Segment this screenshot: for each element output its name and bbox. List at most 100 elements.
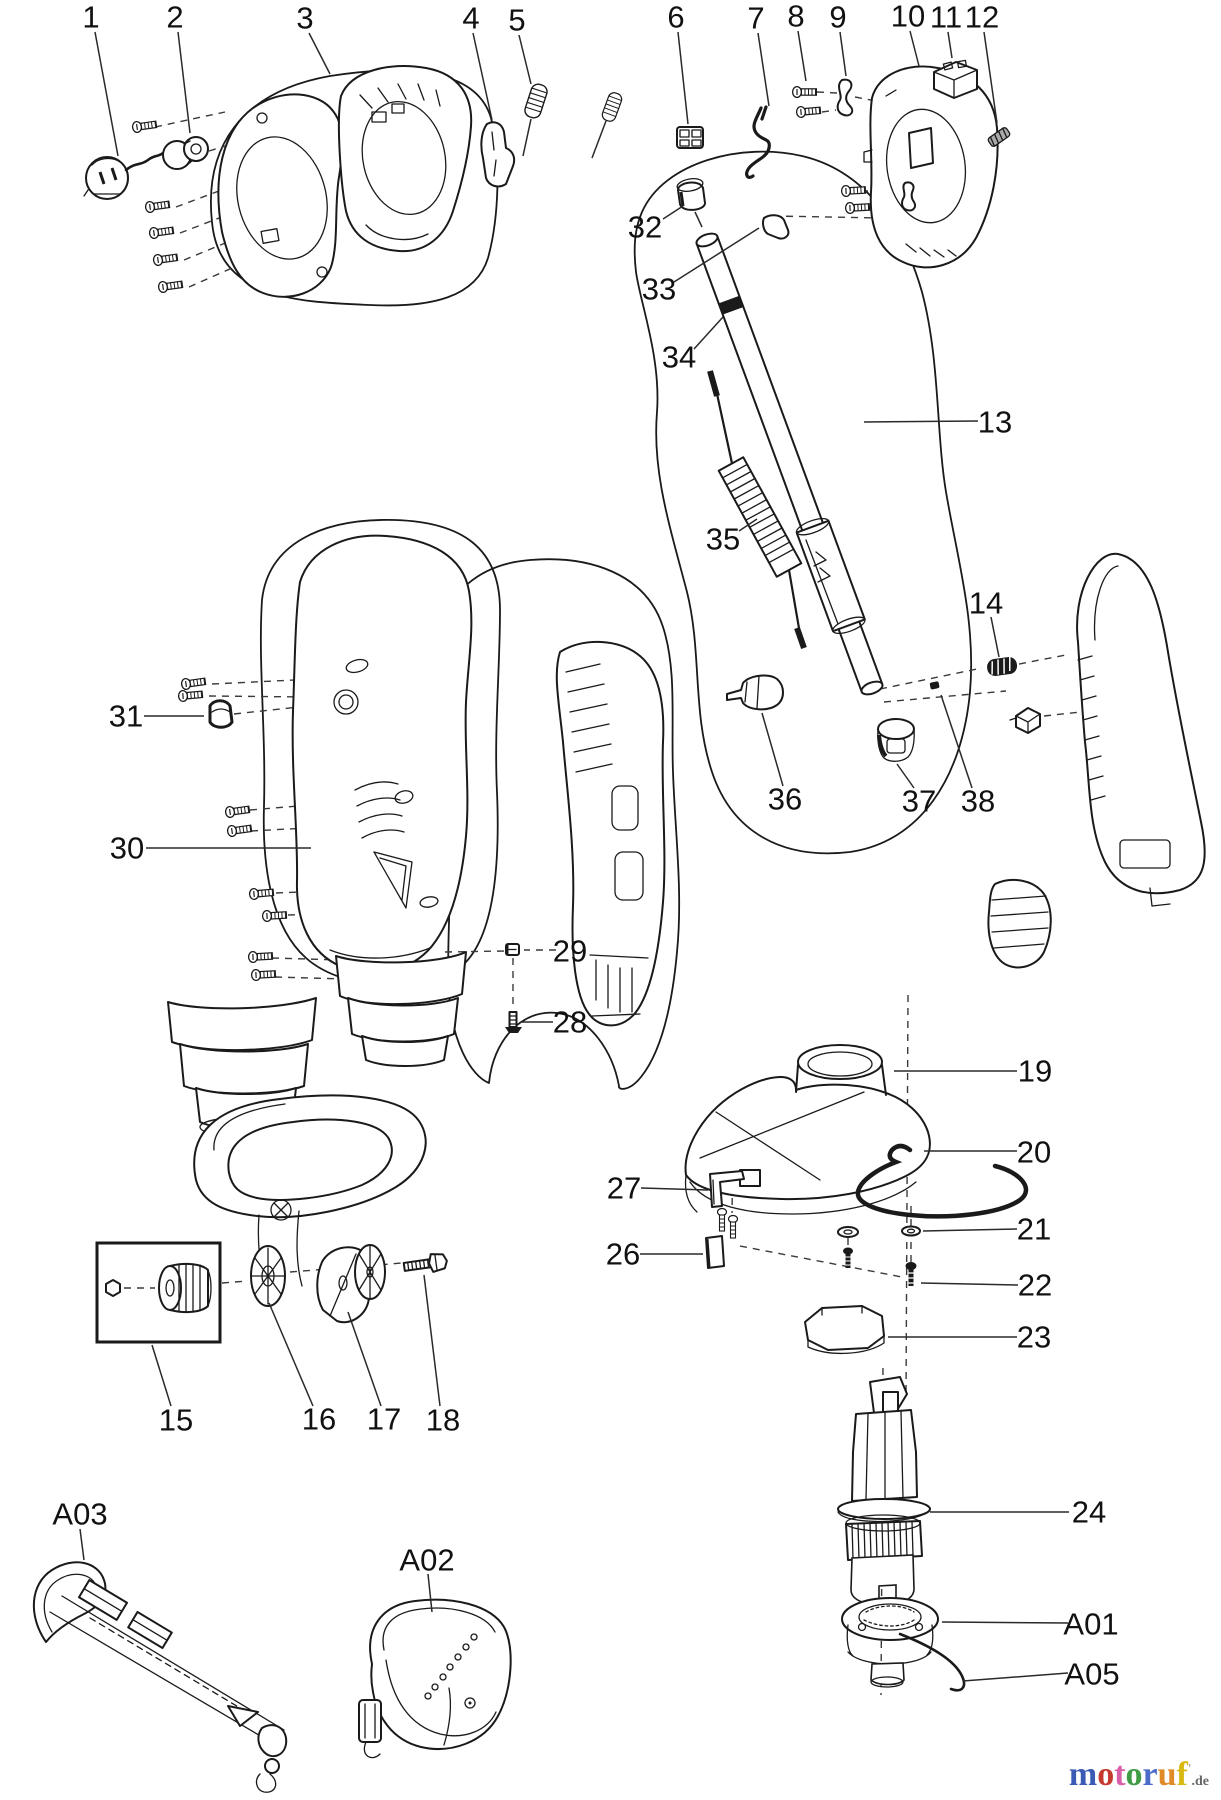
- leader-line: [909, 30, 920, 67]
- screw-22: [905, 1262, 917, 1286]
- handle-housing-right: [863, 65, 999, 269]
- logo-letter-o: o: [1097, 1756, 1115, 1793]
- motor-housing-blob-30: [259, 519, 501, 987]
- callout-32: 32: [628, 210, 662, 245]
- logo-letters: motoruf: [1069, 1756, 1188, 1793]
- callout-15: 15: [159, 1403, 193, 1438]
- bail-wire: [855, 1143, 1029, 1219]
- callout-21: 21: [1017, 1212, 1051, 1247]
- leader-line: [920, 1282, 1019, 1286]
- callout-30: 30: [110, 831, 144, 866]
- logo-tick: ': [1187, 1760, 1192, 1776]
- assembly-dash-line: [154, 111, 226, 128]
- housing-base-right: [335, 951, 467, 1067]
- screw: [791, 85, 818, 99]
- callout-17: 17: [367, 1402, 401, 1437]
- callout-18: 18: [426, 1403, 460, 1438]
- spool-head: [841, 1597, 939, 1688]
- leader-lines: [79, 30, 1069, 1682]
- screw: [247, 949, 274, 964]
- shaft-clamp-lever: [762, 214, 790, 240]
- inner-frame: [555, 641, 666, 1027]
- callout-A03: A03: [52, 1497, 107, 1532]
- leader-line: [896, 763, 915, 789]
- leader-line: [940, 694, 973, 789]
- leader-line: [662, 205, 684, 220]
- leader-line: [518, 34, 532, 85]
- callout-20: 20: [1017, 1135, 1051, 1170]
- callout-6: 6: [667, 0, 684, 35]
- callout-8: 8: [787, 0, 804, 34]
- leader-line: [427, 1573, 433, 1613]
- callout-A01: A01: [1063, 1607, 1118, 1642]
- callout-22: 22: [1018, 1268, 1052, 1303]
- screw: [248, 886, 275, 901]
- spacer-clip: [1009, 707, 1041, 734]
- screw-center: [843, 1247, 853, 1268]
- spring-14: [987, 656, 1018, 676]
- locking-pin: [987, 127, 1011, 147]
- cable-clamp: [836, 78, 854, 117]
- leader-line: [738, 518, 758, 532]
- leader-line: [941, 1621, 1069, 1624]
- leader-line: [94, 31, 119, 157]
- callout-35: 35: [706, 522, 740, 557]
- leader-line: [472, 32, 493, 121]
- small-clamp: [901, 181, 917, 212]
- foam-seal: [804, 1305, 885, 1355]
- screw: [716, 1207, 728, 1232]
- air-vents: [354, 781, 405, 839]
- screw: [844, 200, 871, 215]
- screw-28: [505, 1011, 522, 1033]
- leader-line: [990, 616, 1000, 658]
- washer-21: [837, 1225, 921, 1238]
- callout-2: 2: [166, 0, 183, 35]
- parts-layer: [33, 59, 1206, 1793]
- leader-line: [761, 712, 784, 787]
- motoruf-logo: motoruf'.de: [1069, 1758, 1209, 1792]
- leader-line: [922, 1228, 1018, 1232]
- logo-letter-m: m: [1068, 1756, 1098, 1793]
- screw: [148, 224, 175, 240]
- guard: [684, 1044, 931, 1215]
- leader-line: [79, 1528, 85, 1561]
- callout-9: 9: [829, 0, 846, 35]
- screw: [226, 822, 253, 838]
- set-screw: [929, 681, 940, 690]
- callout-29: 29: [553, 934, 587, 969]
- screw: [261, 908, 288, 923]
- screw: [250, 967, 277, 982]
- direction-arrows-icon: [813, 551, 831, 583]
- callout-14: 14: [969, 586, 1003, 621]
- screw: [144, 198, 171, 214]
- clamp-plates: [316, 1244, 386, 1324]
- assembly-dash-line: [1043, 711, 1082, 717]
- callout-28: 28: [553, 1005, 587, 1040]
- spring-icon: [522, 81, 550, 121]
- callout-4: 4: [462, 1, 479, 36]
- screw: [840, 183, 867, 198]
- callout-13: 13: [978, 405, 1012, 440]
- motor: [837, 1376, 931, 1605]
- assembly-dash-line: [233, 702, 337, 715]
- shoulder-strap: [33, 1561, 288, 1793]
- motor-housing-right-bottom: [987, 878, 1052, 969]
- callout-7: 7: [747, 1, 764, 36]
- leader-line: [423, 1274, 441, 1407]
- callout-27: 27: [607, 1171, 641, 1206]
- assembly-dash-line: [879, 667, 983, 690]
- callout-19: 19: [1018, 1054, 1052, 1089]
- screw: [795, 104, 822, 119]
- screw: [131, 118, 158, 134]
- assembly-dash-line: [816, 91, 838, 94]
- assembly-dash-line: [905, 994, 909, 1399]
- loop-handle: [193, 1094, 427, 1307]
- leader-line: [797, 30, 807, 82]
- leader-line: [640, 1187, 709, 1191]
- leader-line: [308, 32, 331, 75]
- assembly-dash-line: [821, 109, 837, 113]
- leader-line: [693, 316, 724, 350]
- hex-nut: [105, 1279, 121, 1297]
- assembly-dash-line: [883, 690, 1007, 703]
